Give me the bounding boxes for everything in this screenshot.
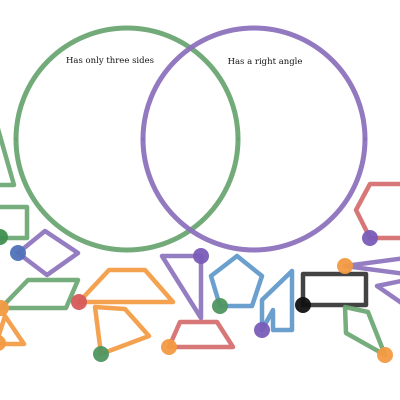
- purple-right-triangle[interactable]: [159, 248, 209, 321]
- purple-right-triangle-edge[interactable]: [374, 278, 400, 306]
- venn-handle-left[interactable]: [14, 137, 18, 141]
- green-parallelogram[interactable]: [0, 277, 81, 316]
- orange-triangle-bottom-left[interactable]: [0, 313, 27, 351]
- purple-rhombus[interactable]: [10, 228, 81, 278]
- purple-triangle-right[interactable]: [337, 256, 400, 276]
- blue-pentagon[interactable]: [208, 253, 265, 314]
- red-trapezoid[interactable]: [161, 319, 236, 355]
- black-rectangle[interactable]: [295, 271, 369, 313]
- venn-handle-right[interactable]: [363, 137, 367, 141]
- green-triangle-left-edge[interactable]: [0, 122, 17, 188]
- green-quadrilateral-right[interactable]: [342, 304, 393, 363]
- venn-handle-left-inner[interactable]: [236, 137, 240, 141]
- blue-concave-hexagon[interactable]: [254, 268, 295, 338]
- orange-quadrilateral[interactable]: [92, 304, 152, 362]
- venn-handle-right-inner[interactable]: [141, 137, 145, 141]
- venn-label-right-angle: Has a right angle: [228, 57, 303, 67]
- orange-trapezoid[interactable]: [71, 267, 176, 310]
- green-rectangle-left-edge[interactable]: [0, 204, 30, 245]
- venn-label-three-sides: Has only three sides: [66, 56, 154, 66]
- red-hexagon[interactable]: [353, 181, 400, 246]
